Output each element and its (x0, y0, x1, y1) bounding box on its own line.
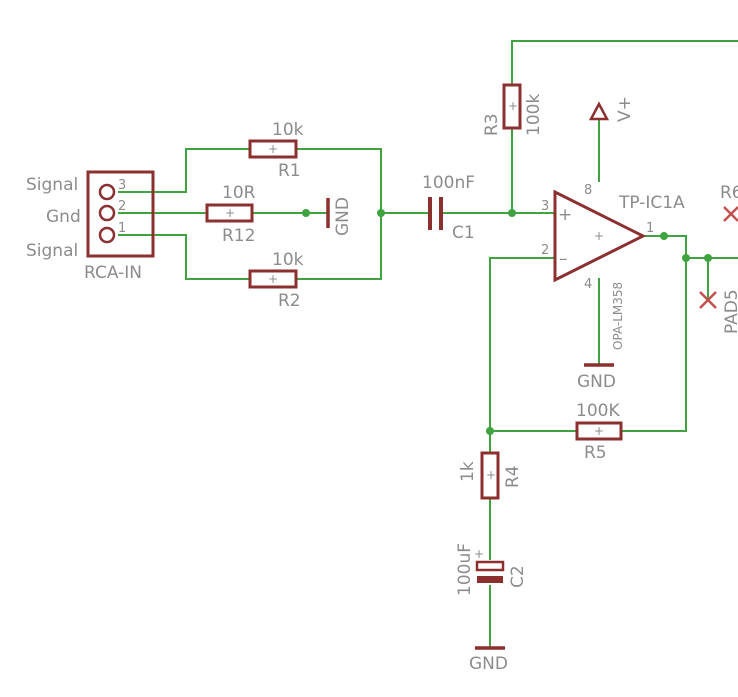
r6-partial[interactable]: R6 (720, 183, 738, 222)
gnd-label: GND (577, 372, 616, 392)
signal-label-3: Signal (26, 175, 78, 195)
capacitor-c2[interactable]: + 100uF C2 (455, 543, 528, 596)
junction-dot (660, 232, 668, 240)
resistor-r5[interactable]: + 100K R5 (575, 401, 623, 463)
r5-value: 100K (576, 401, 620, 421)
vplus-supply[interactable]: V+ (588, 96, 635, 122)
r2-name: R2 (278, 291, 301, 311)
rca-connector[interactable]: 3 2 1 Signal Gnd Signal RCA-IN (26, 170, 155, 283)
opamp-pin-8: 8 (584, 183, 592, 198)
pad5-test-point[interactable]: PAD5 (699, 289, 738, 334)
r1-name: R1 (278, 161, 301, 181)
opamp-tp-ic1a[interactable]: + – + 8 4 3 2 1 TP-IC1A OPA-LM358 (541, 183, 685, 350)
origin-mark: + (225, 206, 235, 220)
r1-value: 10k (272, 120, 304, 140)
r6-cross (723, 206, 738, 222)
r2-body (248, 269, 298, 289)
c1-name: C1 (452, 223, 475, 243)
pad5-label: PAD5 (722, 289, 738, 334)
r3-body (502, 83, 522, 130)
signal-label-2: Gnd (46, 207, 81, 227)
c2-plate-top (475, 560, 505, 572)
r12-name: R12 (222, 226, 255, 246)
connector-pin-3 (98, 183, 116, 201)
opamp-minus-sign: – (559, 249, 568, 269)
pad5-cross (699, 291, 717, 309)
connector-pin-2 (98, 204, 116, 222)
junction-dot (377, 209, 385, 217)
origin-mark: + (594, 424, 604, 438)
origin-mark: + (486, 468, 496, 482)
resistor-r1[interactable]: + 10k R1 (248, 120, 304, 181)
connector-pin-number: 2 (118, 199, 126, 214)
wire-r3-top (511, 40, 738, 85)
opamp-name: TP-IC1A (618, 193, 685, 213)
resistor-r4[interactable]: + 1k R4 (458, 451, 523, 500)
junction-dot (682, 254, 690, 262)
opamp-pin-3: 3 (541, 199, 549, 214)
connector-pin-1 (98, 226, 116, 244)
c1-value: 100nF (422, 173, 475, 193)
resistor-r2[interactable]: + 10k R2 (248, 250, 304, 311)
junctions (302, 209, 712, 435)
opamp-plus-sign: + (558, 205, 572, 225)
r2-value: 10k (272, 250, 304, 270)
resistor-r3[interactable]: + R3 100k (482, 83, 544, 136)
c2-name: C2 (508, 565, 528, 588)
opamp-pin-2: 2 (541, 243, 549, 258)
r5-name: R5 (584, 443, 607, 463)
ground-symbol-mid[interactable]: GND (326, 197, 353, 236)
r3-name: R3 (482, 113, 502, 136)
vplus-triangle (588, 101, 610, 121)
origin-mark: + (508, 99, 518, 113)
r4-body (480, 451, 500, 500)
r3-value: 100k (524, 94, 544, 136)
gnd-label: GND (469, 654, 508, 674)
opamp-triangle (553, 189, 647, 283)
junction-dot (508, 209, 516, 217)
connector-body (86, 170, 155, 258)
opamp-pin-4: 4 (584, 277, 592, 292)
r1-body (248, 139, 298, 159)
r4-name: R4 (503, 465, 523, 488)
wire-output-pad (686, 257, 709, 300)
c2-plate-bottom (477, 576, 503, 583)
r12-value: 10R (222, 183, 256, 203)
signal-label-1: Signal (26, 241, 78, 261)
wire-inv-input (489, 257, 555, 453)
connector-name: RCA-IN (84, 263, 142, 283)
gnd-label: GND (333, 197, 353, 236)
r6-label: R6 (720, 183, 738, 203)
connector-pin-number: 3 (118, 178, 126, 193)
junction-dot (486, 427, 494, 435)
junction-dot (704, 254, 712, 262)
origin-mark: + (268, 272, 278, 286)
resistor-r12[interactable]: + 10R R12 (205, 183, 256, 246)
r12-body (205, 203, 254, 223)
ground-symbol-opamp[interactable]: GND (577, 363, 616, 392)
junction-dot (302, 209, 310, 217)
c2-value: 100uF (455, 543, 475, 596)
opamp-part-number: OPA-LM358 (611, 282, 625, 350)
r4-value: 1k (458, 461, 478, 482)
r5-body (575, 421, 623, 441)
wires (118, 40, 738, 648)
connector-pin-number: 1 (118, 221, 126, 236)
vplus-label: V+ (615, 96, 635, 122)
origin-mark: + (268, 142, 278, 156)
wire-output (621, 235, 687, 432)
c2-polarity: + (474, 547, 484, 561)
ground-symbol-bottom[interactable]: GND (469, 646, 508, 674)
opamp-pin-1: 1 (646, 221, 654, 236)
opamp-center-mark: + (594, 229, 604, 243)
capacitor-c1[interactable]: 100nF C1 (422, 173, 475, 243)
